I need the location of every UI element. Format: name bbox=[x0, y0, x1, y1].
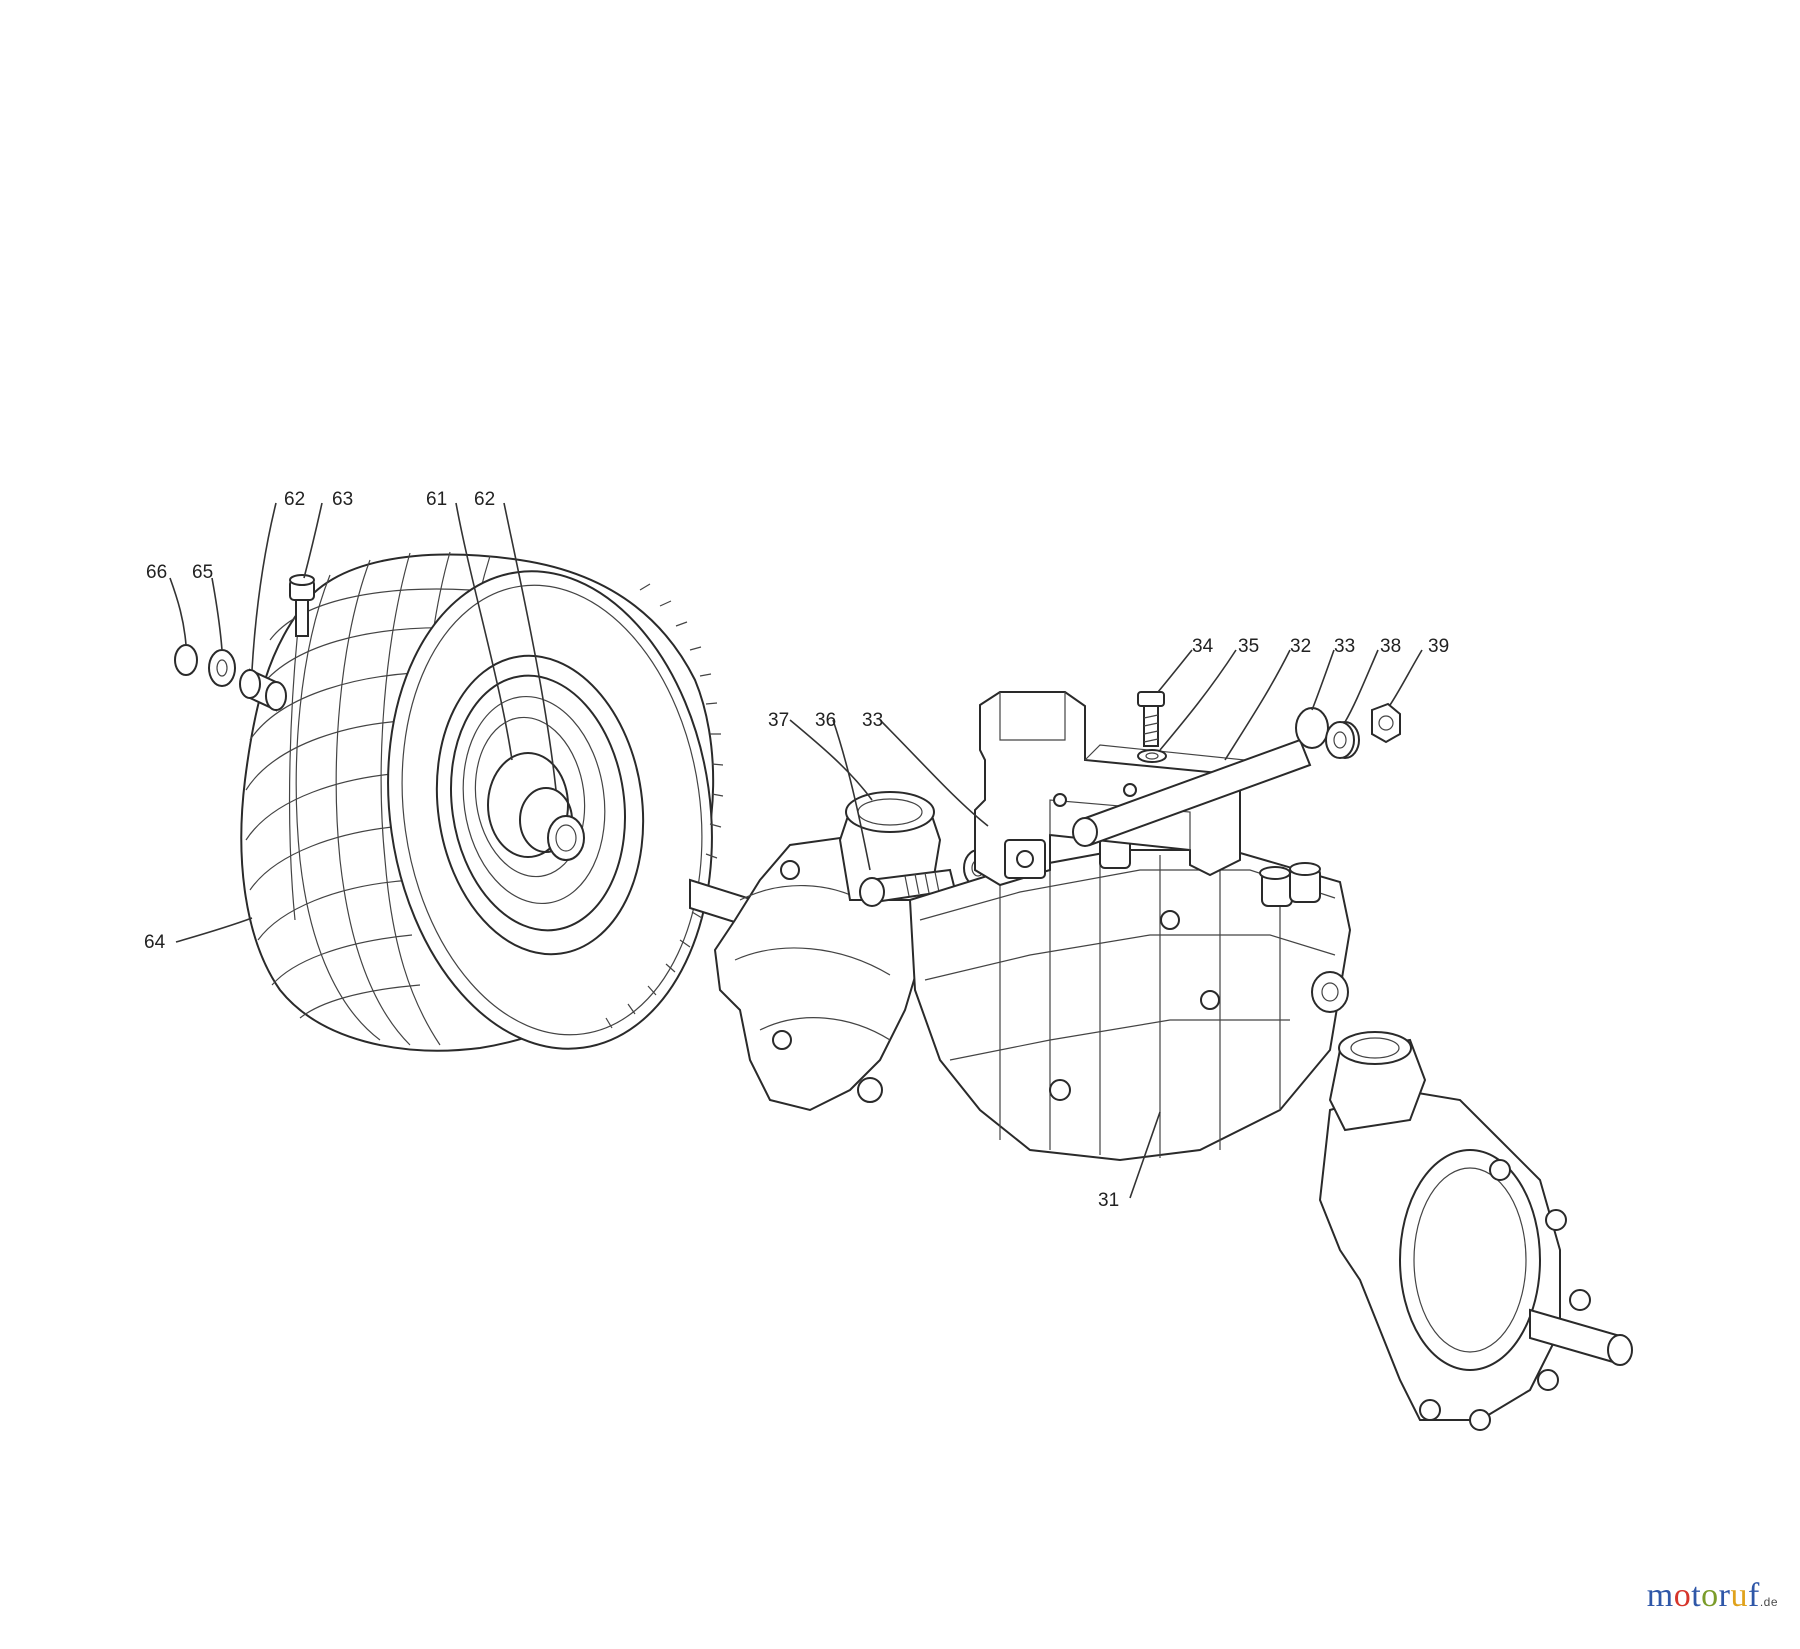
bracket-bolt bbox=[1137, 691, 1165, 747]
spacer bbox=[1295, 707, 1329, 749]
callout-37: 37 bbox=[768, 710, 789, 731]
callout-62-wheel: 62 bbox=[474, 489, 495, 510]
gear-housing-right bbox=[1318, 1088, 1561, 1421]
callout-35: 35 bbox=[1238, 636, 1259, 657]
callout-63: 63 bbox=[332, 489, 353, 510]
watermark-letter: r bbox=[1718, 1577, 1731, 1614]
callout-32: 32 bbox=[1290, 636, 1311, 657]
pivot-bracket-assembly bbox=[974, 691, 1401, 887]
lock-nut bbox=[1371, 702, 1401, 744]
callout-36: 36 bbox=[815, 710, 836, 731]
callout-34: 34 bbox=[1192, 636, 1214, 657]
flat-washer bbox=[1325, 721, 1355, 759]
valve-stem bbox=[289, 574, 315, 637]
callout-leaders bbox=[169, 502, 1423, 1199]
watermark-letter: o bbox=[1701, 1577, 1719, 1614]
callout-61: 61 bbox=[426, 489, 447, 510]
watermark-letter: f bbox=[1747, 1577, 1760, 1614]
circlip bbox=[174, 644, 198, 676]
wheel-assembly bbox=[240, 551, 724, 1052]
transaxle bbox=[689, 791, 1633, 1431]
callout-38: 38 bbox=[1380, 636, 1401, 657]
watermark-letter: u bbox=[1730, 1577, 1748, 1614]
callout-62-left: 62 bbox=[284, 489, 305, 510]
watermark-letter: t bbox=[1691, 1577, 1702, 1614]
callout-39: 39 bbox=[1428, 636, 1449, 657]
watermark-tld: .de bbox=[1759, 1595, 1778, 1609]
callout-65: 65 bbox=[192, 562, 213, 583]
washer bbox=[208, 649, 236, 687]
callout-64: 64 bbox=[144, 932, 166, 953]
callout-31: 31 bbox=[1098, 1190, 1119, 1211]
callout-33-middle: 33 bbox=[862, 710, 883, 731]
watermark-letter: o bbox=[1673, 1577, 1692, 1614]
watermark-logo: motoruf.de bbox=[1647, 1577, 1778, 1615]
callout-66: 66 bbox=[146, 562, 167, 583]
callout-labels: 66 65 62 63 61 62 64 37 36 33 34 35 32 3… bbox=[144, 489, 1449, 1211]
callout-33-right: 33 bbox=[1334, 636, 1355, 657]
watermark-letter: m bbox=[1646, 1577, 1674, 1614]
sidewall-teeth bbox=[605, 583, 724, 1029]
wheel-fasteners bbox=[174, 574, 315, 712]
bracket-washer bbox=[1137, 749, 1167, 763]
